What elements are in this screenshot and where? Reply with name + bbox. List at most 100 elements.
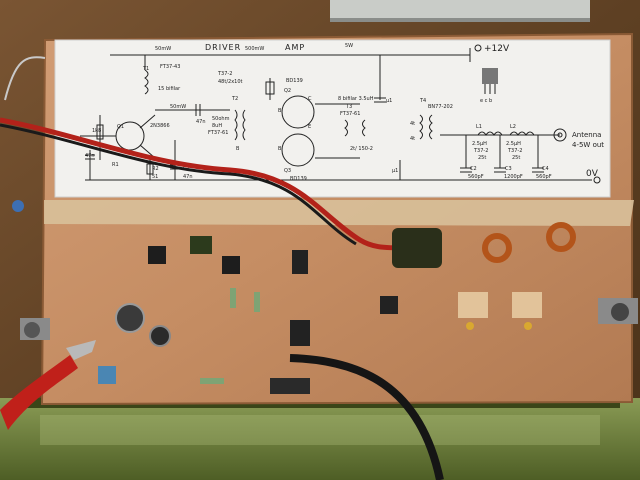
label-antenna: Antenna	[572, 131, 601, 139]
transistor-a	[148, 246, 166, 264]
label-t1-wind: 15 bifilar	[158, 86, 181, 92]
label-c2-val: 560pF	[468, 174, 484, 180]
pot-knob	[149, 325, 171, 347]
label-t1: T1	[142, 66, 149, 72]
label-q1-part: 2N3866	[150, 123, 170, 129]
ecb-transistor-pic	[482, 68, 498, 94]
label-t37: T37-2	[217, 71, 232, 77]
blue-part-left	[12, 200, 24, 212]
schematic-paper	[54, 39, 611, 198]
label-l1-core: T37-2	[473, 148, 488, 154]
large-capacitor	[392, 228, 442, 268]
label-c1-val: 47n	[183, 174, 193, 180]
top-right-box-edge	[330, 18, 590, 22]
label-t3-note: 8 bifilar 3.5uH	[338, 96, 374, 102]
label-r1: R1	[112, 162, 119, 168]
label-q1: Q1	[117, 124, 124, 130]
label-t3-core: FT37-61	[340, 111, 360, 117]
label-q3-part: BD139	[290, 176, 307, 182]
coax-cable	[289, 354, 444, 480]
label-47n-a: 47n	[85, 153, 95, 159]
label-t2-b: 8uH	[212, 123, 222, 129]
label-t4-w2: 4t	[410, 136, 415, 142]
pad-island-a	[458, 292, 488, 318]
label-c3-val: 1200pF	[504, 174, 523, 180]
metal-base	[0, 398, 640, 480]
label-t3-wind: 2t/ 150-2	[350, 146, 373, 152]
toroid-l2	[546, 222, 576, 252]
heatsink-tab	[270, 378, 310, 394]
label-l1-val: 2.5µH	[472, 141, 487, 147]
bnc-connector-right	[598, 298, 638, 324]
green-capacitor	[190, 236, 212, 254]
label-t1-core: FT37-43	[160, 64, 180, 70]
label-t3: T3	[345, 104, 352, 110]
yellow-capacitor-a	[466, 322, 474, 330]
resistor-c	[200, 378, 224, 384]
label-t37-wind: 48t/2x10t	[218, 79, 243, 85]
label-50mw-b: 50mW	[170, 104, 186, 110]
label-b-c: B	[236, 146, 240, 152]
yellow-capacitor-b	[524, 322, 532, 330]
label-e: E	[308, 124, 311, 130]
label-t2-a: 50ohm	[212, 116, 230, 122]
label-5w: 5W	[345, 43, 353, 49]
label-u1-a: µ1	[386, 98, 392, 104]
label-l1-turns: 25t	[478, 155, 486, 161]
label-47n-b: 47n	[196, 119, 206, 125]
label-c: C	[308, 96, 312, 102]
transistor-b	[222, 256, 240, 274]
clip-jaw	[66, 340, 96, 360]
label-l2-core: T37-2	[507, 148, 522, 154]
label-c3: C3	[505, 166, 512, 172]
label-t4: T4	[419, 98, 426, 104]
wire-loop	[4, 56, 46, 101]
transistor-c	[292, 250, 308, 274]
label-t2-c: FT37-61	[208, 130, 228, 136]
label-amp: AMP	[285, 43, 305, 52]
metal-base-shine	[40, 415, 600, 445]
label-r2-val: 51	[152, 174, 158, 180]
black-wire	[0, 123, 357, 246]
label-500mw: 500mW	[245, 46, 264, 52]
schematic-lines	[80, 44, 601, 184]
label-t4-w1: 4t	[410, 121, 415, 127]
label-l2-val: 2.5µH	[506, 141, 521, 147]
label-b-b: B	[278, 146, 282, 152]
tape-strip	[44, 200, 634, 226]
label-r2: R2	[152, 166, 159, 172]
label-u1-b: µ1	[392, 168, 398, 174]
label-50mw-a: 50mW	[155, 46, 171, 52]
transistor-d	[290, 320, 310, 346]
red-alligator-clip	[0, 355, 78, 430]
label-output-power: 4-5W out	[572, 141, 604, 149]
label-q3: Q3	[284, 168, 291, 174]
label-ground: 0V	[586, 169, 599, 179]
label-1k8: 1k8	[92, 128, 101, 134]
top-right-box	[330, 0, 590, 20]
label-t2: T2	[231, 96, 238, 102]
label-l2: L2	[510, 124, 516, 130]
toroid-l1	[482, 233, 512, 263]
blue-capacitor	[98, 366, 116, 384]
trimmer-pot	[115, 303, 145, 333]
label-supply: +12V	[484, 44, 510, 54]
label-l2-turns: 25t	[512, 155, 520, 161]
label-q2-part: BD139	[286, 78, 303, 84]
label-l1: L1	[476, 124, 482, 130]
bnc-connector-left	[20, 318, 50, 340]
transistor-e	[380, 296, 398, 314]
component-cluster	[98, 222, 576, 394]
resistor-a	[230, 288, 236, 308]
label-t4-core: BN77-202	[428, 104, 453, 110]
label-c2: C2	[470, 166, 477, 172]
label-q2: Q2	[284, 88, 291, 94]
label-ecb: e c b	[480, 98, 492, 104]
resistor-b	[254, 292, 260, 312]
label-b-a: B	[278, 108, 282, 114]
red-wire	[0, 117, 412, 253]
label-c4-val: 560pF	[536, 174, 552, 180]
pad-island-b	[512, 292, 542, 318]
